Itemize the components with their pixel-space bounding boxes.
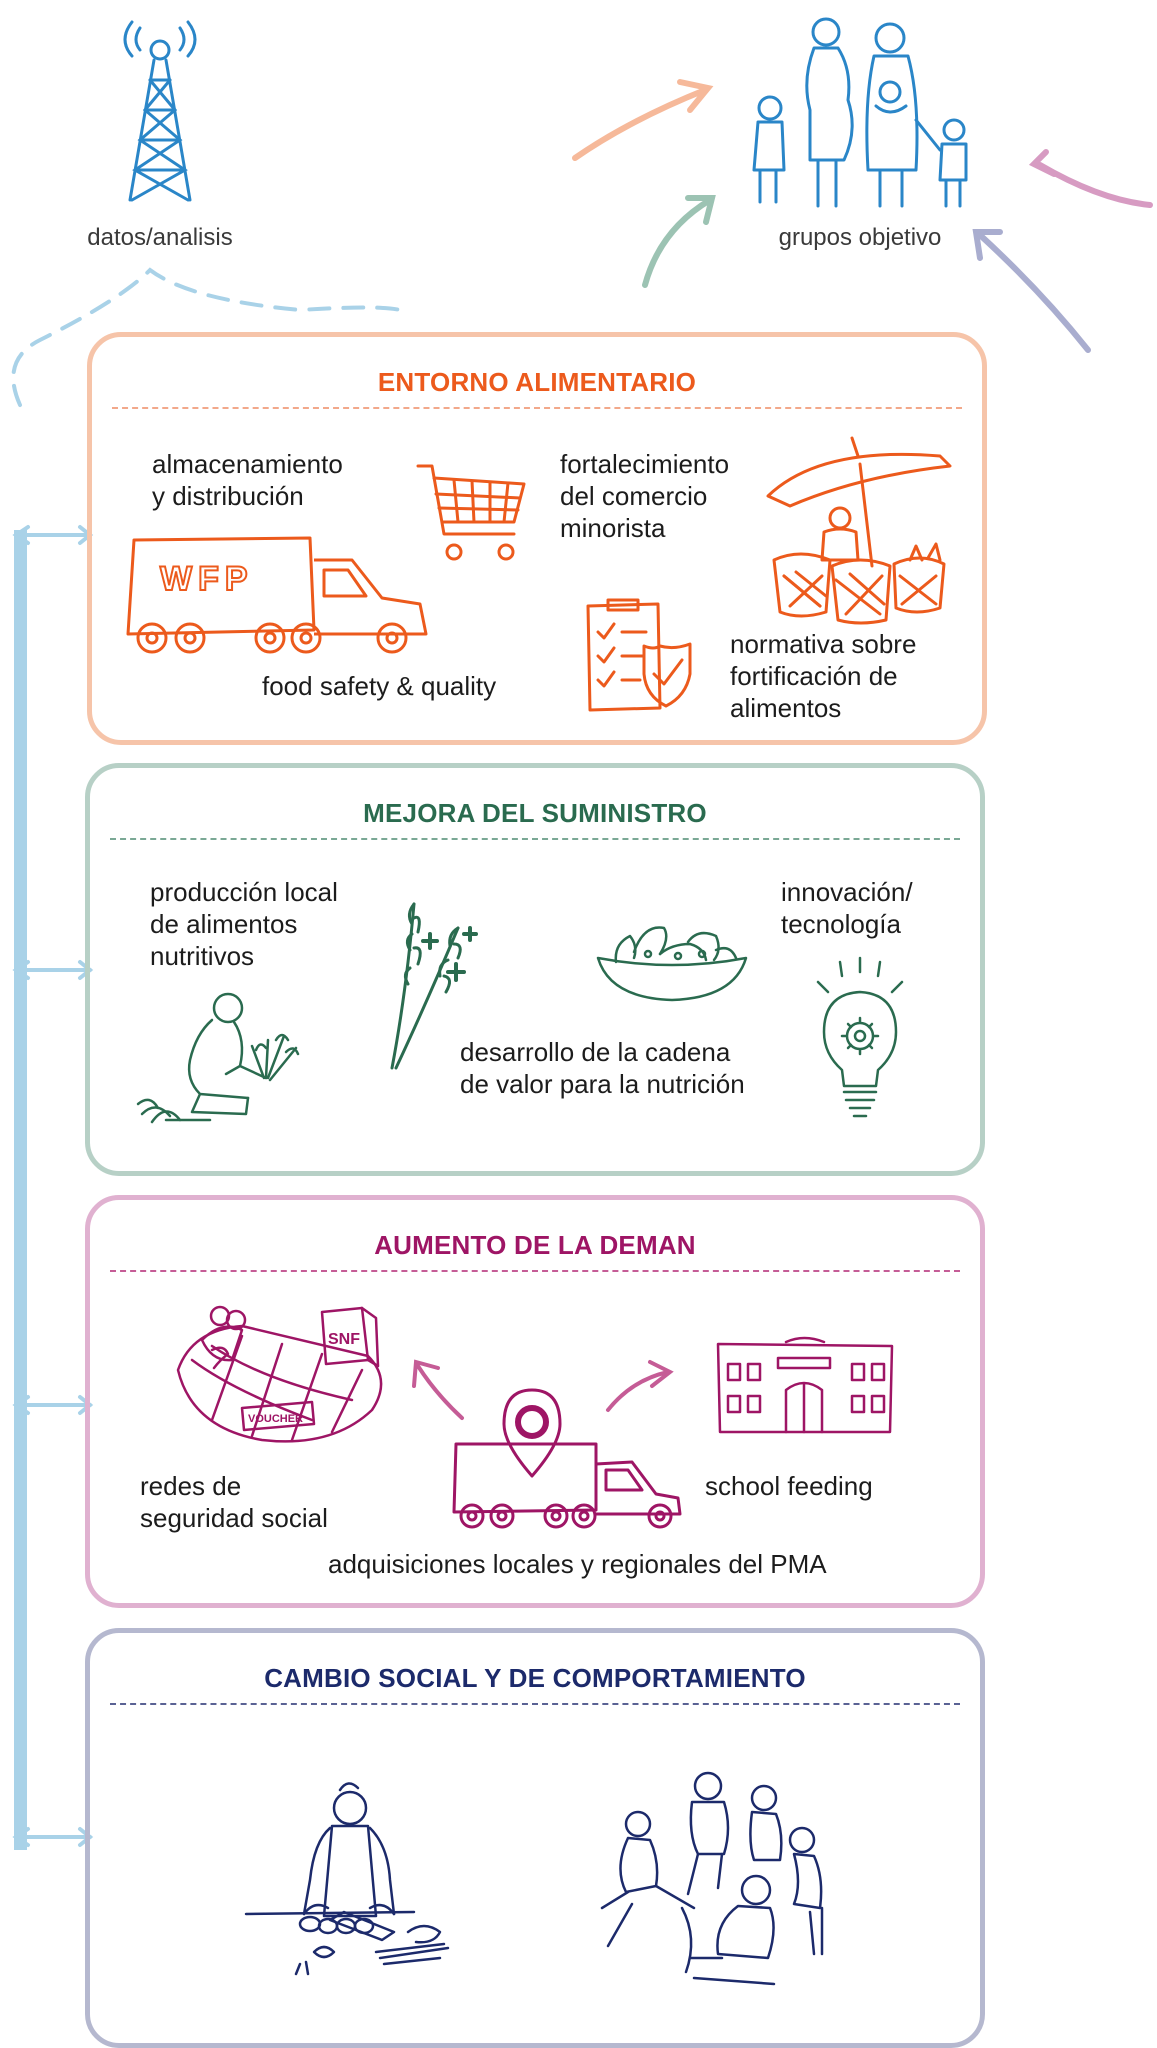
title-divider [110,1703,960,1705]
procurement-truck-icon [446,1384,686,1534]
group-discussion-icon [598,1758,846,1990]
snf-text: SNF [328,1331,360,1348]
cooking-woman-icon [244,1776,464,1986]
retail-label: fortalecimiento del comercio minorista [560,449,730,543]
title-divider [110,838,960,840]
family-icon [740,10,980,210]
fortification-label: normativa sobre fortificación de aliment… [730,629,917,723]
value-chain-label: desarrollo de la cadena de valor para la… [460,1037,745,1099]
panel-title: MEJORA DEL SUMINISTRO [363,798,707,828]
title-divider [112,407,962,409]
data-analysis-label: datos/analisis [87,224,233,251]
farmer-icon [136,990,316,1130]
checklist-shield-icon [582,596,698,716]
demand-arrows [400,1350,700,1430]
title-divider [110,1270,960,1272]
lightbulb-icon [810,956,910,1128]
voucher-text: VOUCHER [248,1413,303,1425]
panel-title: CAMBIO SOCIAL Y DE COMPORTAMIENTO [264,1663,806,1693]
panel-cambio: CAMBIO SOCIAL Y DE COMPORTAMIENTO [85,1628,985,2048]
target-groups-label: grupos objetivo [778,224,942,251]
panel-title: ENTORNO ALIMENTARIO [377,367,697,397]
basket-icon: SNF VOUCHER [172,1300,392,1450]
local-production-label: producción local de alimentos nutritivos [150,877,338,971]
cart-icon [414,460,530,570]
storage-label: almacenamiento y distribución [152,449,343,511]
truck-text: WFP [160,560,254,598]
food-bowl-icon [594,914,750,1004]
innovation-label: innovación/ tecnología [781,877,913,939]
feedback-arrows [8,525,94,1855]
food-safety-label: food safety & quality [262,671,497,701]
panel-demanda: AUMENTO DE LA DEMAN [85,1195,985,1608]
school-feeding-label: school feeding [705,1471,873,1501]
panel-title: AUMENTO DE LA DEMAN [374,1230,696,1260]
panel-entorno: ENTORNO ALIMENTARIO [87,332,987,745]
school-icon [714,1334,896,1436]
wfp-truck-icon: WFP [120,530,430,660]
antenna-icon [110,20,210,210]
market-stall-icon [760,436,960,626]
wheat-icon [378,884,498,1074]
procurement-label: adquisiciones locales y regionales del P… [328,1549,827,1579]
safety-nets-label: redes de seguridad social [140,1471,328,1533]
top-arrows [0,60,1157,407]
panel-suministro: MEJORA DEL SUMINISTRO [85,763,985,1176]
feedback-bar [14,530,27,1850]
